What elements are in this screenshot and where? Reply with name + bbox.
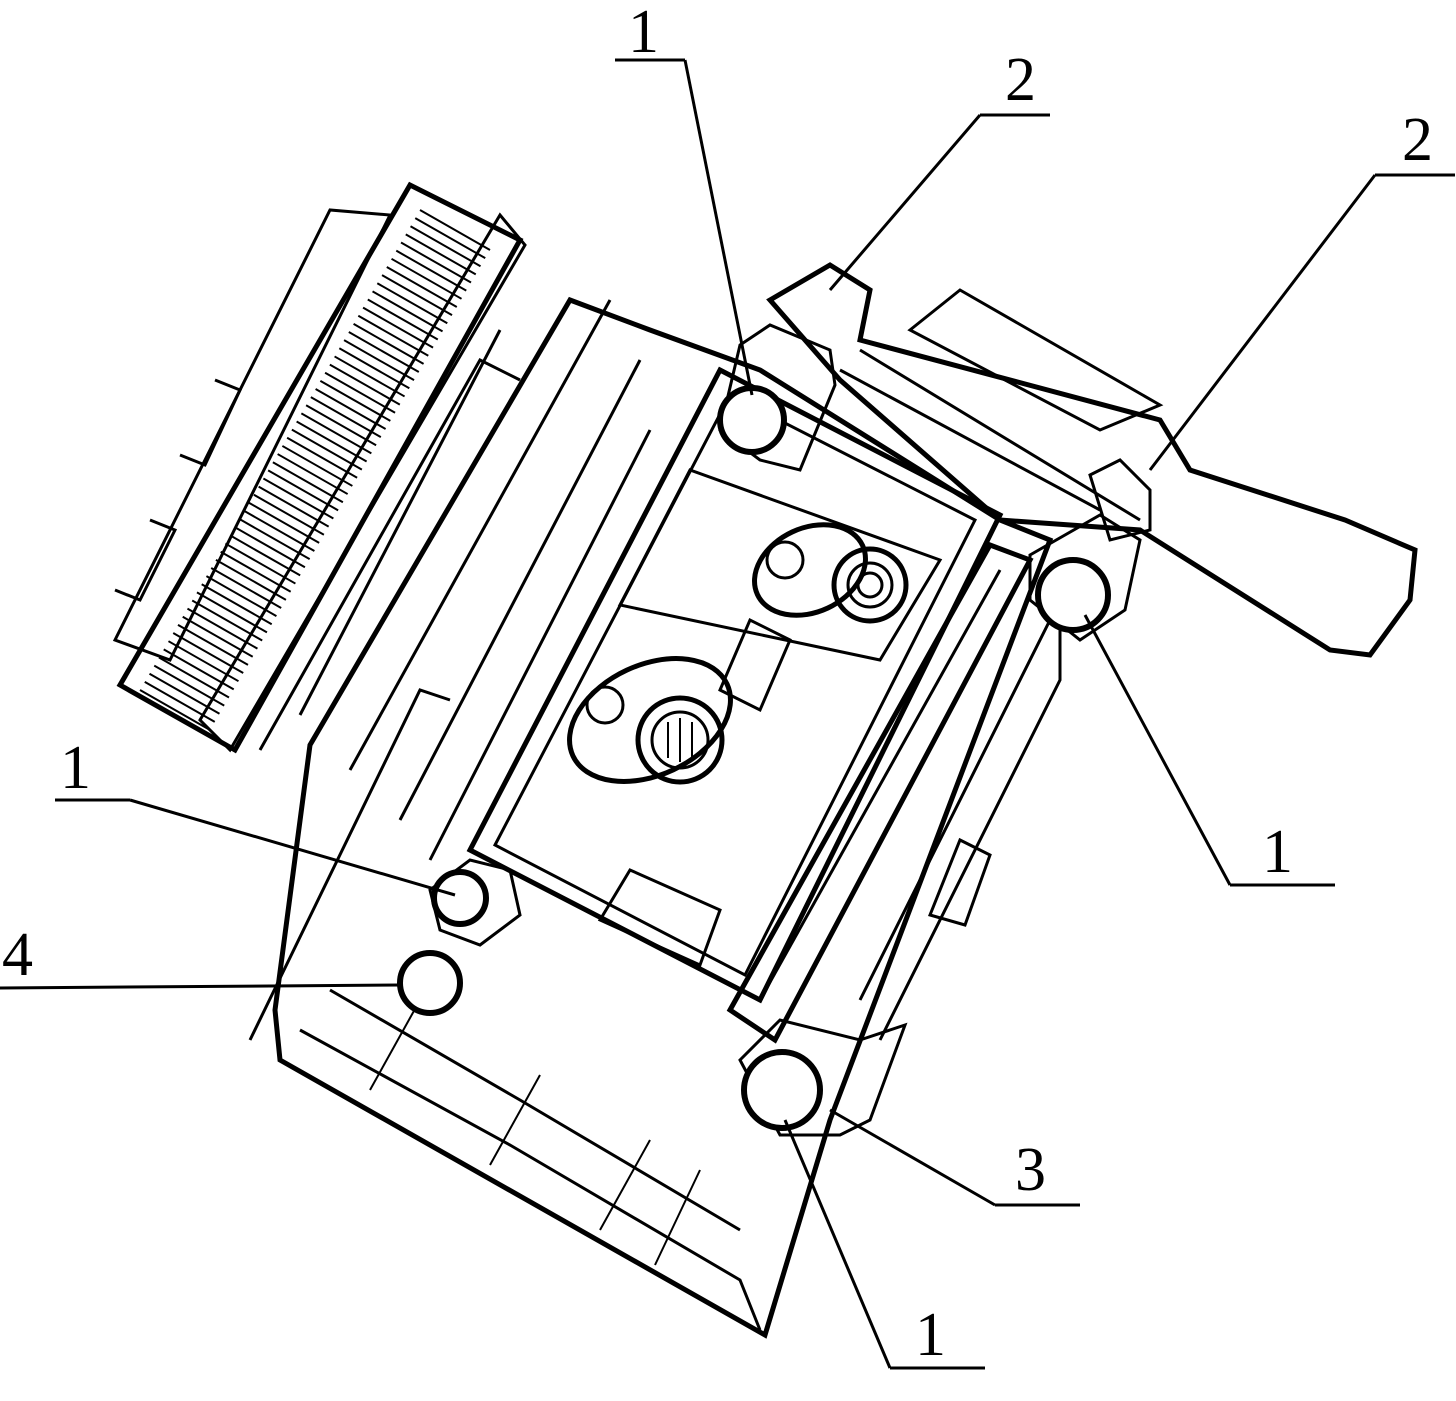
bolt-lower-left: [397, 950, 463, 1016]
upper-bracket: [766, 262, 1418, 658]
pulley-rib: [367, 298, 439, 341]
pulley-rib: [205, 575, 277, 617]
callout-3-bottom: 3: [1015, 1136, 1046, 1204]
pulley-rib: [324, 371, 396, 414]
callout-4-left: 4: [2, 921, 33, 989]
callout-2-top: 2: [1005, 46, 1036, 114]
pulley-rib: [357, 314, 429, 357]
pulley-rib: [191, 599, 263, 642]
pulley-rib: [201, 583, 273, 626]
pulley-rib: [334, 355, 406, 398]
pulley-rib: [400, 241, 472, 284]
right-rail: [726, 541, 1062, 1044]
discharge-port: [752, 522, 909, 624]
pulley-rib: [139, 689, 211, 731]
pulley-rib: [319, 379, 391, 422]
bolt-top: [717, 323, 837, 472]
pulley-rib: [310, 396, 382, 438]
pulley-rib: [386, 266, 458, 308]
pulley-rib: [381, 274, 453, 316]
bolt-right: [1028, 513, 1142, 642]
pulley-rib: [272, 461, 344, 504]
pulley-rib: [362, 306, 434, 349]
pulley-rib: [300, 412, 372, 455]
pulley-rib: [158, 656, 230, 699]
pulley-rib: [419, 209, 491, 251]
pulley-rib: [410, 225, 482, 268]
pulley-rib: [305, 404, 377, 447]
pulley-rib: [348, 331, 420, 373]
pulley-rib: [267, 469, 339, 512]
pulley-rib: [239, 518, 311, 561]
suction-port: [567, 656, 733, 785]
pulley-rib: [277, 453, 349, 495]
pulley-rib: [163, 648, 235, 691]
pulley-rib: [258, 485, 330, 528]
pulley-rib: [376, 282, 448, 325]
pulley-rib: [148, 672, 220, 715]
pulley-rib: [182, 615, 254, 658]
callout-2-right: 2: [1402, 106, 1433, 174]
pulley-rib: [281, 445, 353, 487]
pulley-rib: [186, 607, 258, 650]
pulley: [112, 181, 527, 754]
pulley-rib: [167, 640, 239, 683]
callout-1-right: 1: [1262, 818, 1293, 886]
pulley-rib: [343, 339, 415, 382]
pulley-rib: [172, 632, 244, 674]
leader-lines: [0, 58, 1455, 1370]
pulley-rib: [234, 526, 306, 569]
pulley-rib: [220, 550, 292, 593]
pulley-rib: [243, 510, 315, 552]
pulley-rib: [329, 363, 401, 406]
pulley-rib: [215, 558, 287, 601]
pulley-rib: [224, 542, 296, 585]
callout-1-bottom: 1: [915, 1301, 946, 1369]
pulley-rib: [196, 591, 268, 634]
pulley-rib: [144, 680, 216, 723]
pulley-rib: [315, 388, 387, 430]
pulley-rib: [405, 233, 477, 276]
pulley-rib: [253, 493, 325, 536]
pulley-rib: [414, 217, 486, 260]
pulley-rib: [229, 534, 301, 577]
pulley-rib: [296, 420, 368, 463]
pulley-rib: [353, 323, 425, 365]
pulley-ribs: [139, 209, 491, 731]
pulley-rib: [248, 502, 320, 544]
callout-1-left: 1: [60, 734, 91, 802]
pulley-rib: [177, 624, 249, 666]
callout-1-top: 1: [628, 0, 659, 66]
pulley-rib: [286, 436, 358, 479]
pulley-rib: [338, 347, 410, 390]
pulley-rib: [372, 290, 444, 333]
pulley-rib: [153, 664, 225, 707]
pulley-rib: [395, 249, 467, 292]
cover-plate: [466, 366, 1004, 1004]
bolt-left: [428, 858, 522, 947]
compressor-body: [248, 296, 1054, 1339]
pulley-rib: [262, 477, 334, 520]
pulley-rib: [291, 428, 363, 471]
pulley-rib: [391, 257, 463, 300]
pulley-rib: [210, 567, 282, 609]
